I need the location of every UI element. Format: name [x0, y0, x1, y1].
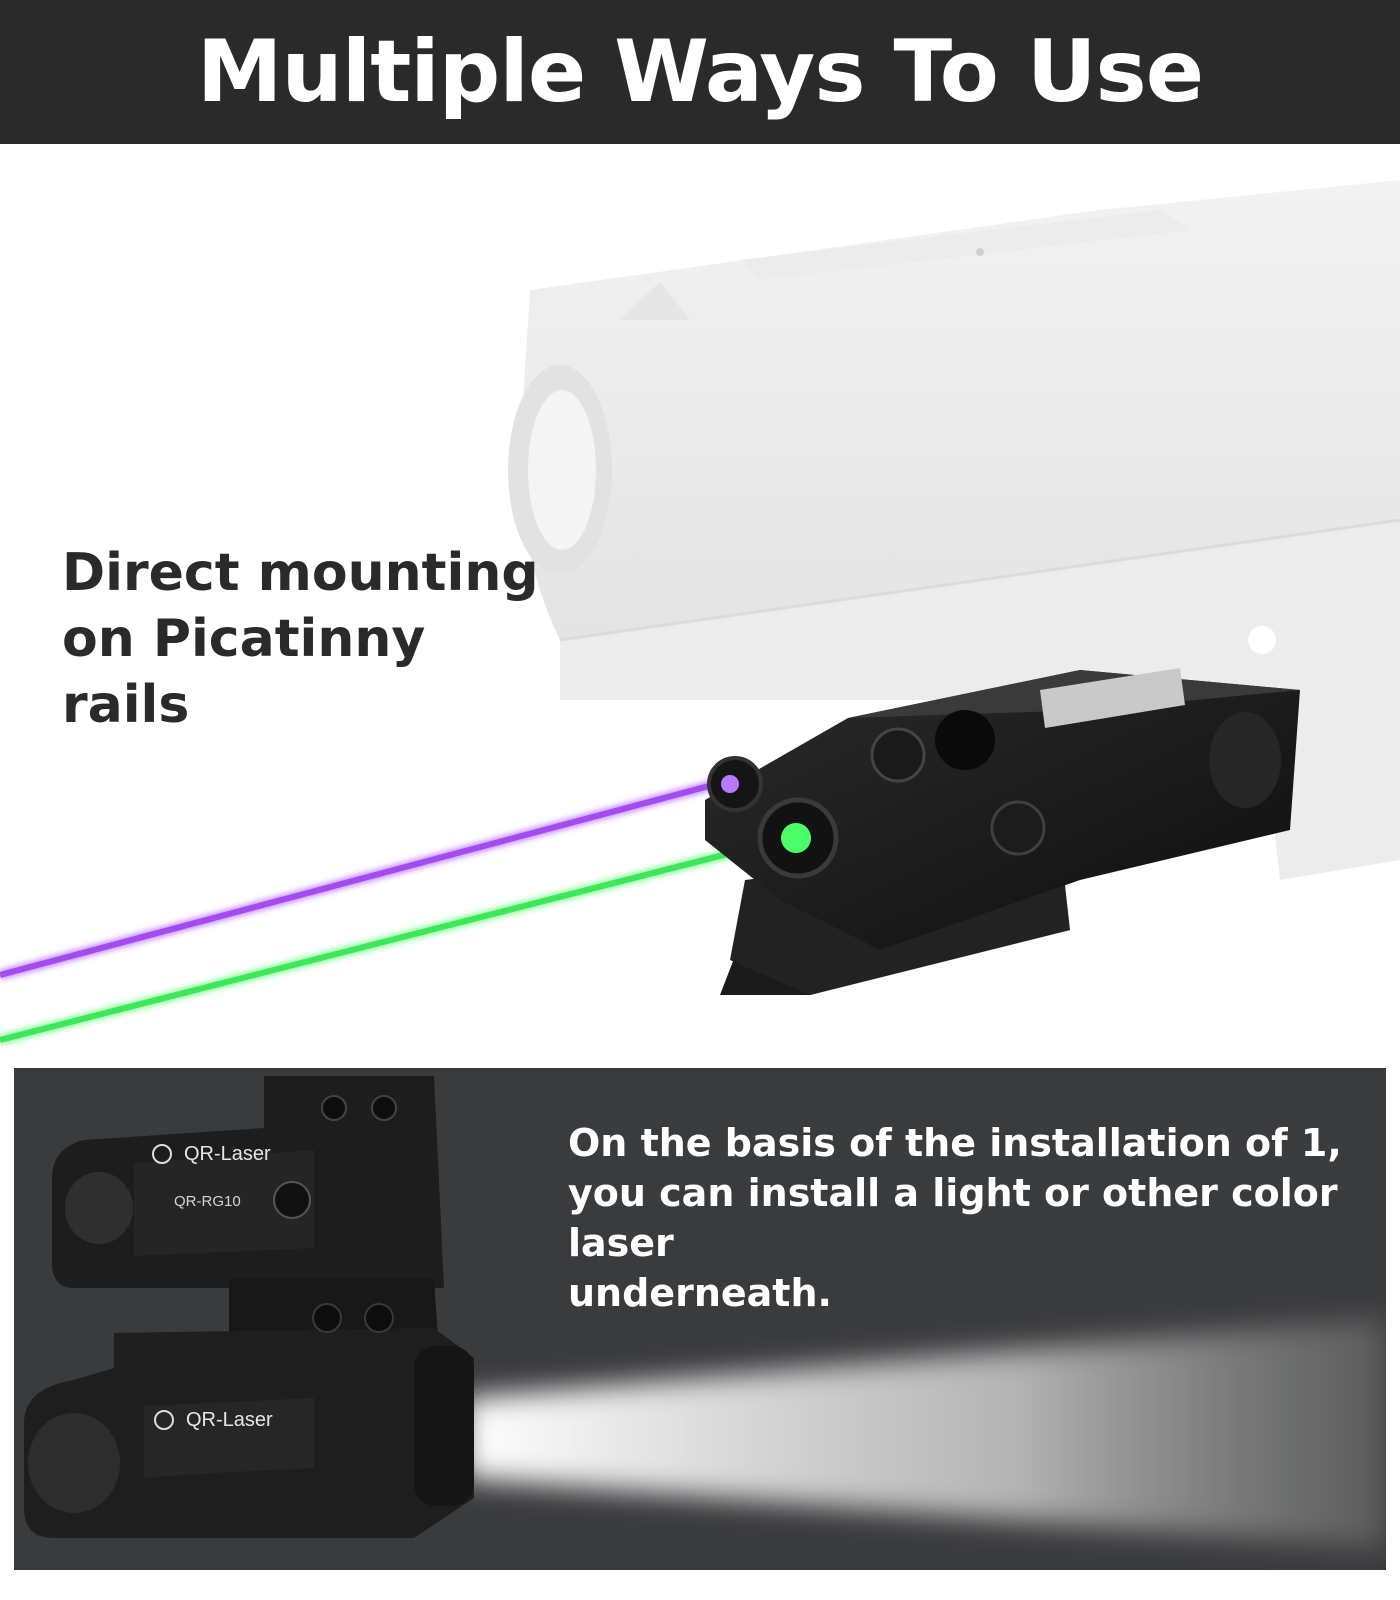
lower-light-unit — [24, 1278, 474, 1538]
stack-caption-line-3: underneath. — [568, 1271, 832, 1315]
page-title: Multiple Ways To Use — [196, 22, 1204, 122]
pistol-with-laser-illustration — [0, 180, 1400, 1045]
mount-caption-line-1: Direct mounting — [62, 543, 539, 603]
green-laser-beam — [0, 835, 791, 1043]
upper-laser-unit — [52, 1076, 444, 1288]
stack-caption-line-2: you can install a light or other color l… — [568, 1171, 1338, 1265]
stacked-install-panel: QR-Laser QR-RG10 QR-Laser On the basis o… — [14, 1068, 1386, 1570]
upper-brand-label: QR-Laser — [184, 1143, 271, 1165]
title-banner: Multiple Ways To Use — [0, 0, 1400, 144]
stacked-units-illustration: QR-Laser QR-RG10 QR-Laser — [24, 1076, 1386, 1548]
upper-model-label: QR-RG10 — [174, 1193, 241, 1210]
crosshair-icon — [152, 1144, 172, 1164]
laser-module — [705, 668, 1300, 995]
purple-laser-beam — [0, 779, 725, 978]
mount-caption-line-2: on Picatinny rails — [62, 609, 426, 735]
flashlight-beam — [464, 1318, 1386, 1548]
laser-beams — [0, 777, 792, 1045]
mount-caption: Direct mounting on Picatinny rails — [62, 540, 542, 738]
lower-brand-label: QR-Laser — [186, 1409, 273, 1431]
stack-caption-line-1: On the basis of the installation of 1, — [568, 1121, 1342, 1165]
crosshair-icon — [154, 1410, 174, 1430]
stack-caption: On the basis of the installation of 1, y… — [568, 1118, 1368, 1318]
